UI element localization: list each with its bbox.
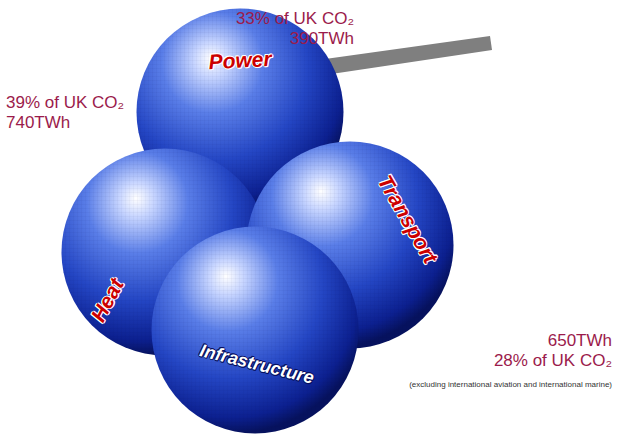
statistic-label: 39% of UK CO₂	[6, 94, 124, 113]
footnote: (excluding international aviation and in…	[409, 381, 612, 390]
statistic-label: 28% of UK CO₂	[494, 352, 612, 371]
sphere-shape	[151, 226, 359, 434]
sphere-label: Power	[208, 48, 272, 72]
sphere-body	[152, 227, 359, 434]
sphere-texture	[152, 227, 359, 434]
statistic-label: 650TWh	[548, 332, 612, 351]
statistic-label: 33% of UK CO₂	[236, 10, 354, 29]
statistic-label: 740TWh	[6, 114, 70, 133]
statistic-label: 390TWh	[290, 30, 354, 49]
sphere: Infrastructure	[151, 226, 359, 434]
